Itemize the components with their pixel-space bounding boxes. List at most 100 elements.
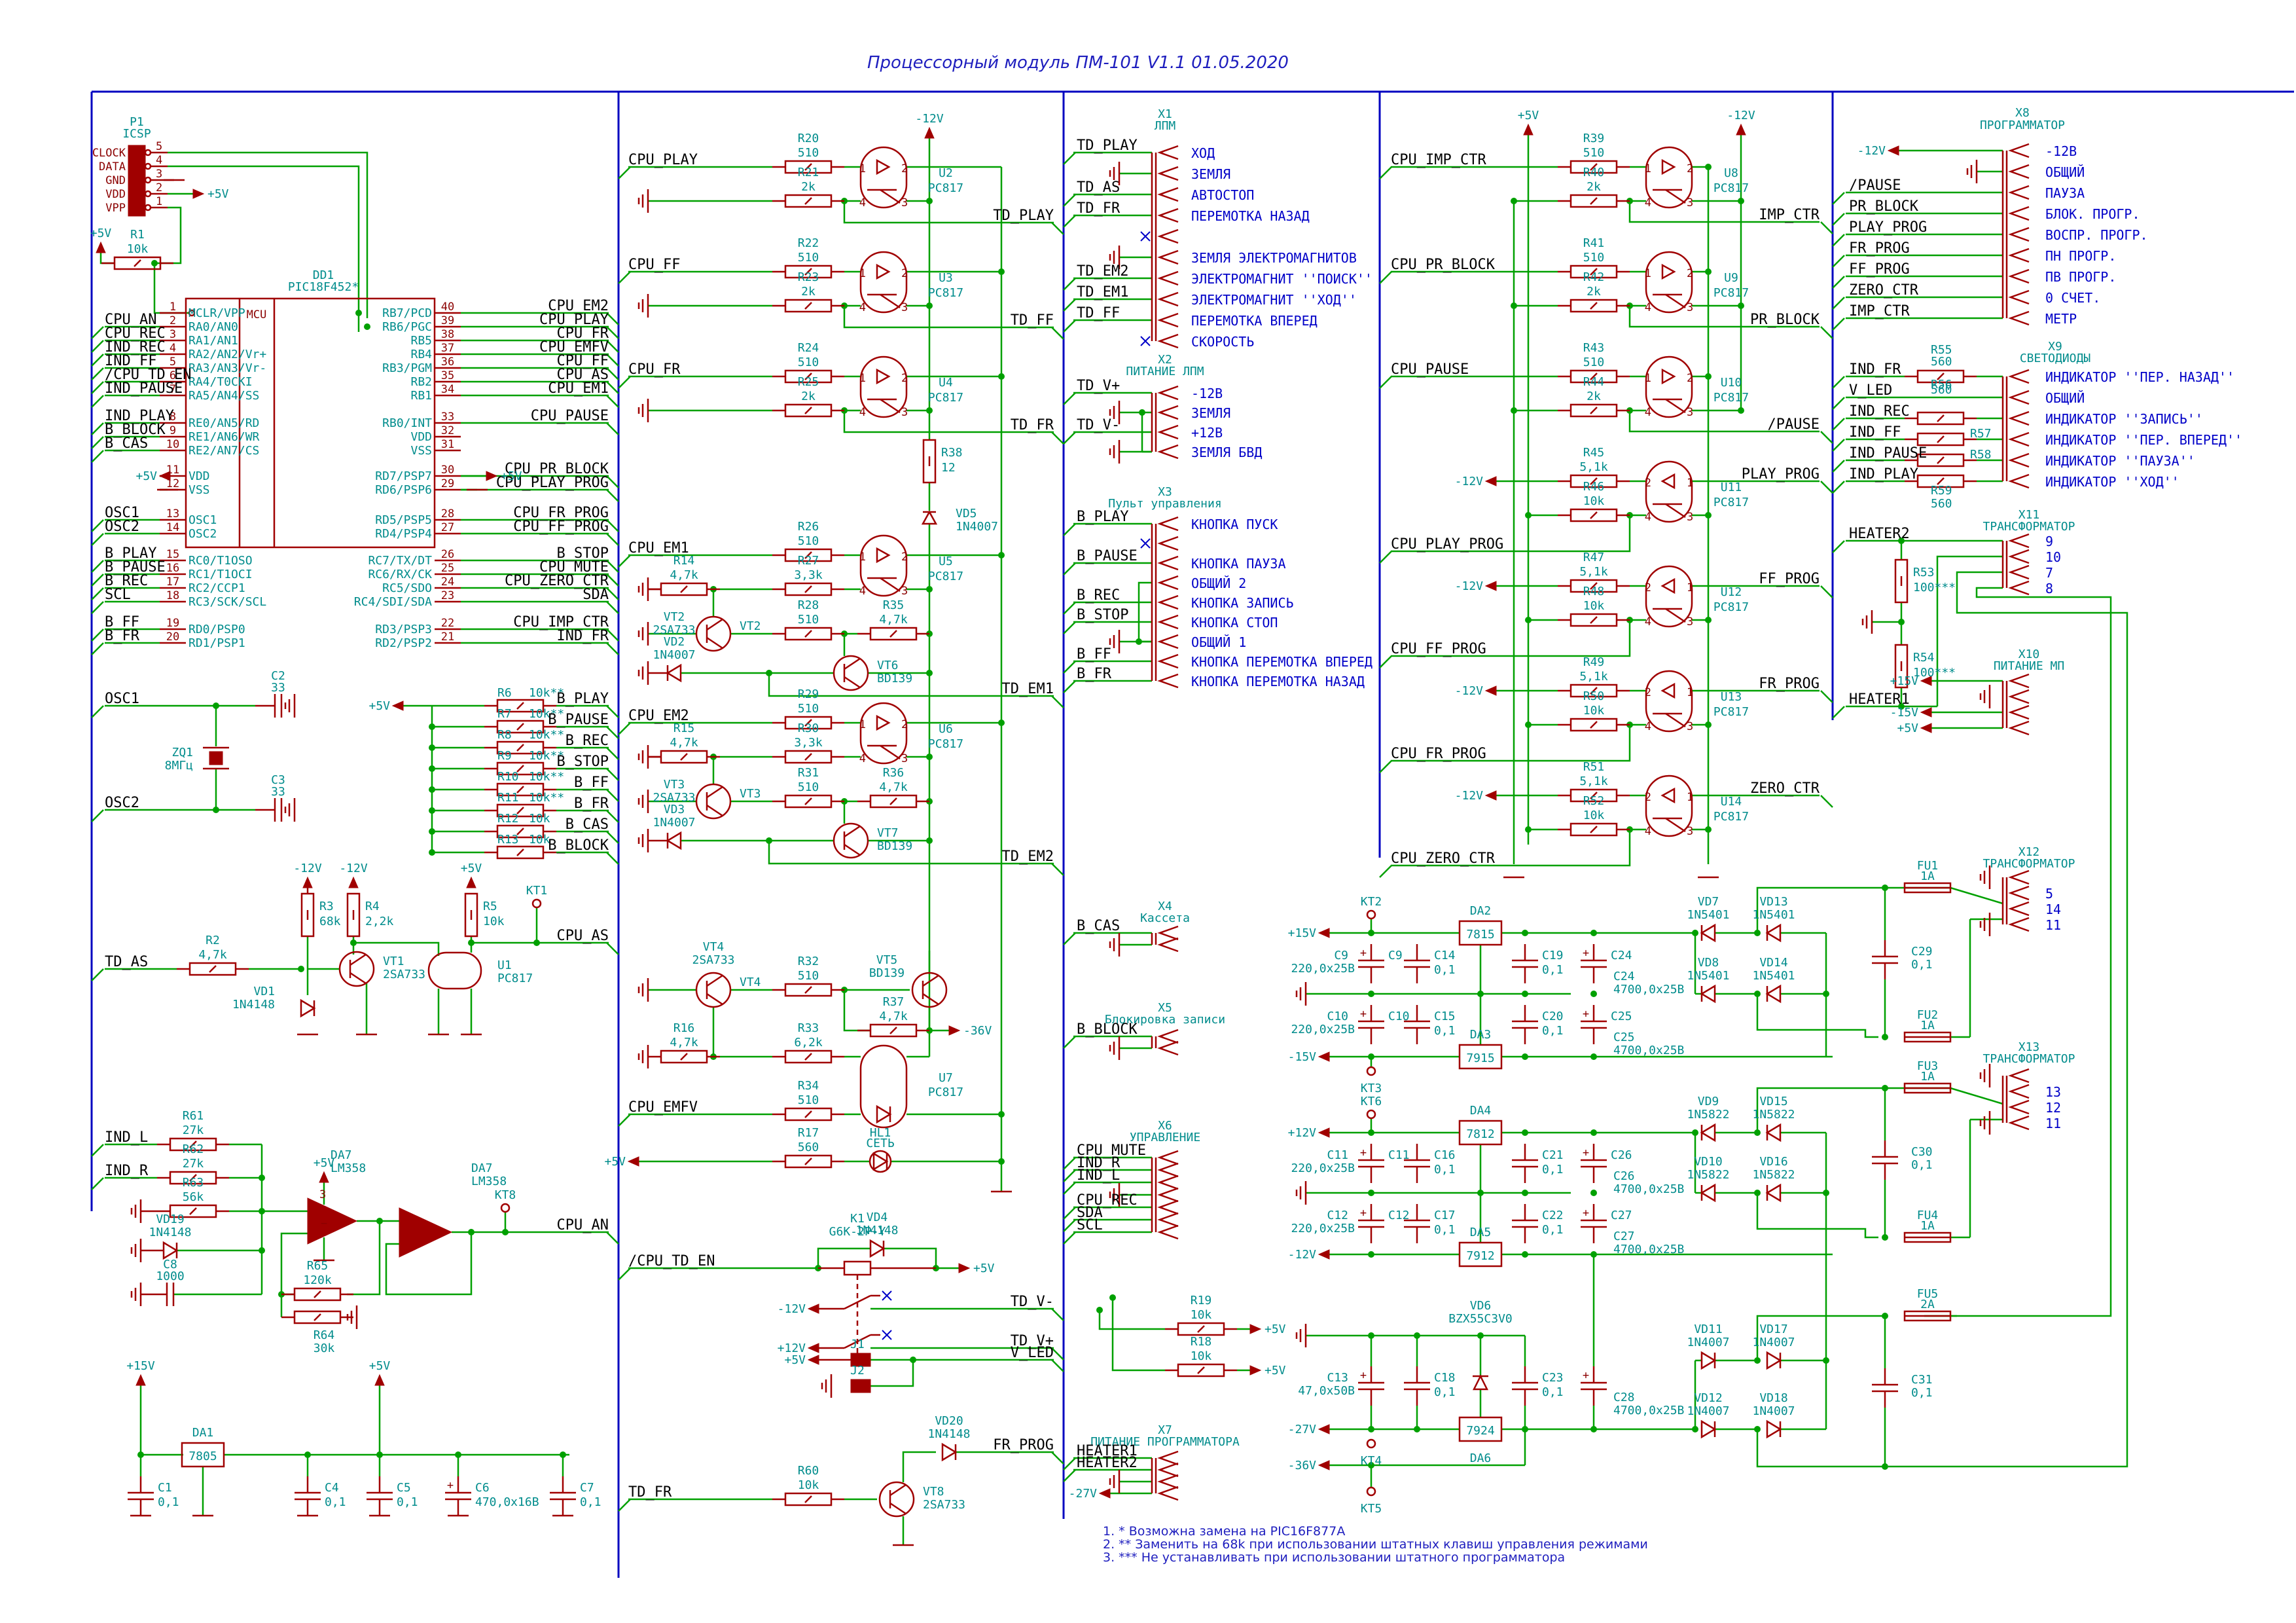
power-arrow (924, 126, 935, 139)
resistor-r25 (772, 403, 844, 418)
power-arrow (1484, 685, 1497, 696)
component-ref: R37 (883, 995, 905, 1009)
net-label: CPU_PLAY_PROG (496, 475, 609, 491)
icsp-pin-name: CLOCK (92, 147, 126, 160)
resistor-r6 (484, 699, 556, 713)
connector-pin (1157, 673, 1179, 689)
component-ref: R61 (183, 1109, 204, 1123)
bus-entry (91, 574, 104, 587)
connector-pin (2008, 310, 2030, 326)
bus-entry (1379, 865, 1392, 878)
component-value: 0,1 (1542, 963, 1564, 977)
phototransistor-emitter (880, 398, 901, 414)
junction-dot (926, 586, 933, 593)
power-label: -12V (1857, 144, 1886, 158)
mcu-pin-name: RD5/PSP5 (375, 513, 432, 527)
component-ref: R65 (307, 1259, 329, 1273)
component-value: 4700,0x25В (1613, 983, 1684, 996)
component-ref: FU1 (1917, 859, 1939, 873)
capacitor-c17 (1404, 1204, 1430, 1243)
ground-icon (637, 399, 649, 422)
capacitor-c21 (1512, 1144, 1538, 1183)
connector-pin (1157, 249, 1179, 265)
pin-number: 2 (1645, 581, 1651, 594)
bus-entry (1051, 863, 1064, 876)
pin-number: 8 (170, 410, 176, 424)
component-ref: R48 (1583, 585, 1605, 598)
net-label: CPU_EMFV (628, 1099, 698, 1116)
component-ref: J1 (850, 1338, 865, 1351)
component-ref: DA6 (1470, 1451, 1492, 1465)
pin-number: 28 (441, 507, 454, 520)
component-value: СЕТЬ (866, 1137, 895, 1150)
net-label: IND_REC (105, 339, 166, 356)
diode-body (162, 1241, 179, 1260)
transistor-body (695, 783, 732, 820)
diode-vd8 (1700, 984, 1716, 1004)
connector-pin-label: КНОПКА ПАУЗА (1191, 556, 1286, 572)
power-arrow (374, 1374, 385, 1386)
junction-dot (1590, 991, 1597, 997)
component-ref: R32 (798, 955, 819, 968)
capacitor-c7 (550, 1476, 576, 1516)
net-label: OSC2 (105, 519, 139, 535)
component-ref: DA4 (1470, 1104, 1492, 1118)
led-hl1 (869, 1150, 892, 1173)
resistor-r27 (772, 582, 844, 596)
component-value: 1N5822 (1687, 1168, 1729, 1182)
pin-number: 2 (1687, 372, 1693, 385)
power-flag-icon (1318, 1051, 1330, 1062)
component-ref: R12 (497, 812, 519, 826)
component-value: 4,7k (879, 780, 908, 794)
resistor-mark (1937, 414, 1945, 422)
resistor-r1 (101, 256, 173, 270)
component-value: 0,1 (1434, 1163, 1456, 1176)
resistor-led (1905, 453, 1977, 467)
phototransistor-emitter (1665, 712, 1686, 728)
mcu-pin-name: RB5 (410, 334, 432, 348)
icsp-pin (144, 149, 152, 156)
test-point-label: KT3 (1361, 1082, 1382, 1095)
bus-entry (1063, 278, 1076, 291)
bus-entry (1051, 1451, 1064, 1465)
net-label: /PAUSE (1849, 177, 1901, 194)
mcu-value: PIC18F452* (288, 280, 359, 294)
regulator-body (1458, 1120, 1503, 1146)
component-ref: J2 (850, 1364, 865, 1377)
component-value: 100*** (1913, 581, 1956, 594)
connector-pin-label: СКОРОСТЬ (1191, 334, 1254, 350)
component-ref: U2 (939, 166, 953, 180)
net-label: FR_PROG (993, 1437, 1054, 1453)
resistor-r29 (772, 716, 844, 730)
transistor-collector (706, 974, 723, 987)
junction-dot (998, 1111, 1005, 1118)
connector-pin-label: ХОД (1191, 145, 1215, 161)
component-ref: C30 (1911, 1145, 1933, 1159)
bus-entry (1063, 1182, 1076, 1195)
component-value: 2SA733 (923, 1498, 965, 1512)
diode-vd3 (666, 831, 682, 850)
ground-icon (130, 1283, 142, 1306)
component-value: 1N4007 (956, 520, 998, 534)
bus-entry (1832, 297, 1845, 310)
bus-entry (1832, 234, 1845, 247)
component-value: 2SA733 (383, 968, 425, 981)
connector-pin-label: ОБЩИЙ 1 (1191, 634, 1246, 650)
pin-number: 1 (1687, 477, 1693, 490)
pin-number: 4 (859, 301, 866, 314)
test-point-label: KT5 (1361, 1502, 1382, 1516)
component-ref: C23 (1542, 1371, 1564, 1385)
component-value: LM358 (471, 1175, 507, 1188)
bus-entry (1051, 431, 1064, 445)
optocoupler-u8 (1645, 146, 1693, 209)
component-ref: U8 (1724, 166, 1738, 180)
capacitor-c23 (1512, 1366, 1538, 1406)
opto-body (1645, 356, 1693, 418)
bus-entry (606, 340, 619, 353)
connector-title: УПРАВЛЕНИЕ (1130, 1131, 1200, 1144)
connector-pin (1157, 145, 1179, 160)
connector-pin (2008, 452, 2030, 468)
component-value: 510 (798, 969, 819, 983)
component-value: 10k** (529, 749, 564, 763)
component-value: 10k (798, 1478, 819, 1492)
